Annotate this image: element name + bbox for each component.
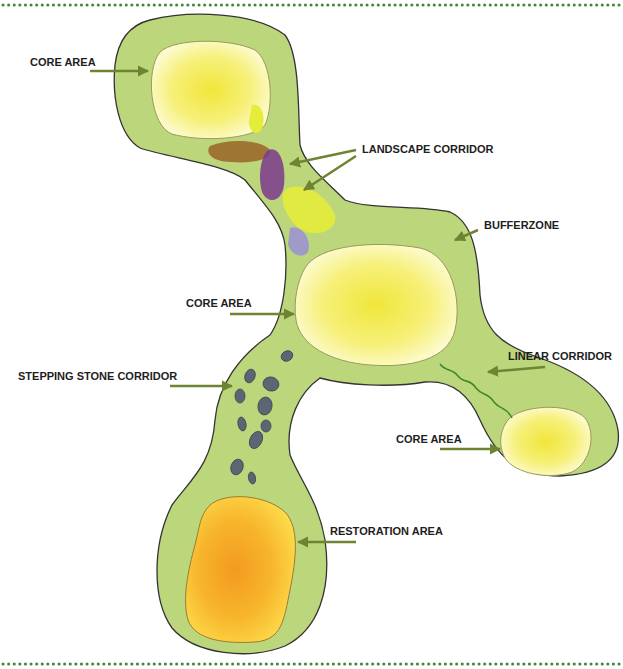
buffer-zone: [114, 14, 618, 653]
area-label: LINEAR CORRIDOR: [508, 350, 612, 363]
habitat-patch: [288, 227, 309, 255]
habitat-patch: [208, 141, 270, 162]
dotted-border: [3, 4, 620, 7]
habitat-patch: [283, 186, 336, 233]
habitat-patch: [249, 105, 264, 133]
area-label: STEPPING STONE CORRIDOR: [18, 370, 177, 383]
core-area: [501, 407, 591, 475]
area-label: CORE AREA: [30, 56, 96, 69]
area-label: BUFFERZONE: [484, 219, 559, 232]
area-label: CORE AREA: [396, 433, 462, 446]
dotted-border: [3, 663, 620, 666]
stepping-stones: [229, 349, 295, 485]
core-area: [295, 244, 457, 365]
area-label: CORE AREA: [186, 297, 252, 310]
leader-arrow: [90, 71, 545, 542]
linear-corridor: [440, 364, 512, 418]
area-label: LANDSCAPE CORRIDOR: [362, 143, 493, 156]
habitat-patch: [260, 149, 284, 200]
restoration-area: [186, 497, 296, 643]
core-area: [151, 41, 270, 138]
area-label: RESTORATION AREA: [330, 525, 443, 538]
